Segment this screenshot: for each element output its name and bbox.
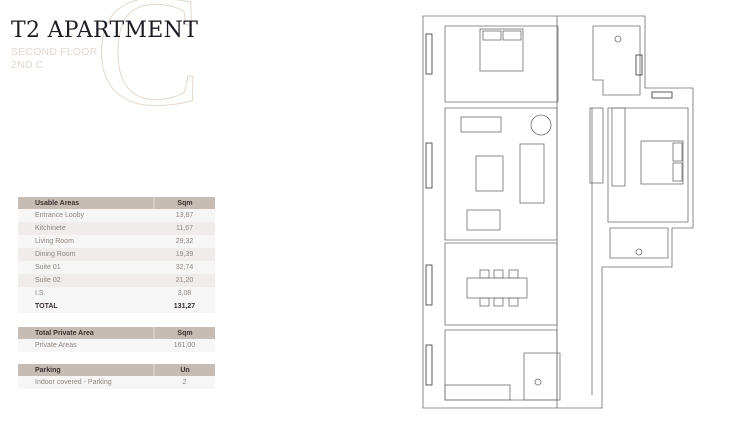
window: [425, 33, 433, 75]
col-header: Usable Areas: [18, 197, 154, 209]
unit-label: 2ND C: [11, 59, 44, 71]
bed-icon: [479, 28, 524, 72]
page-title: T2 APARTMENT: [11, 18, 199, 43]
toilet-icon: [635, 248, 643, 256]
coffee-table-icon: [475, 155, 504, 192]
kitchen-counter: [611, 107, 626, 187]
col-header: Total Private Area: [18, 327, 154, 339]
watermark-letter: C: [95, 0, 203, 139]
chair-icon: [466, 209, 501, 231]
bed-icon: [640, 140, 684, 185]
bedroom-wall: [444, 329, 558, 401]
inner-wall: [444, 25, 559, 103]
col-header: Sqm: [153, 327, 215, 339]
wardrobe: [444, 384, 511, 401]
window: [425, 264, 433, 306]
col-header: Un: [153, 364, 215, 376]
dining-table-icon: [466, 277, 528, 299]
suite02-wall: [607, 107, 689, 223]
col-header: Sqm: [153, 197, 215, 209]
outer-wall: [422, 15, 694, 409]
sofa-icon: [519, 143, 545, 204]
col-header: Parking: [18, 364, 154, 376]
window: [651, 91, 673, 99]
dining-room-wall: [444, 242, 558, 326]
small-bath-wall: [523, 352, 561, 401]
window: [425, 142, 433, 189]
table-icon: [530, 114, 552, 136]
bathroom-wall: [592, 25, 641, 96]
ensuite-wall: [609, 227, 669, 259]
kitchen-counter: [589, 107, 604, 184]
corridor-wall: [556, 16, 593, 408]
table-row: I.S.3,08: [18, 287, 215, 300]
floor-label: SECOND FLOOR: [11, 46, 98, 58]
sofa-icon: [460, 116, 502, 133]
window: [425, 344, 433, 386]
toilet-icon: [534, 378, 542, 386]
window: [635, 54, 643, 76]
toilet-icon: [614, 35, 622, 43]
